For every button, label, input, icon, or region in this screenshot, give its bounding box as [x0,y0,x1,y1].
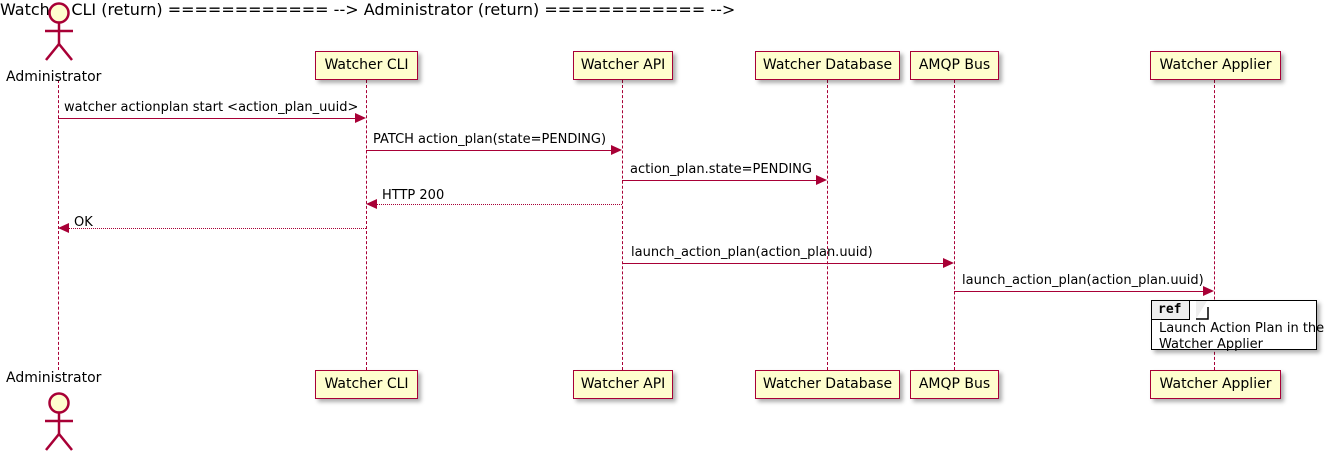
ref-fragment-text-line1: Launch Action Plan in the [1159,321,1325,336]
participant-label-watcher-cli-bottom: Watcher CLI [324,376,409,392]
message-arrowhead-3 [366,199,377,209]
participant-box-amqp-bus-top[interactable]: AMQP Bus [910,51,999,80]
message-label-0: watcher actionplan start <action_plan_uu… [64,100,359,115]
actor-admin-top-label: Administrator [6,69,102,85]
ref-fragment-corner-outline [1196,307,1209,320]
message-arrowhead-1 [611,145,622,155]
lifeline-applier [1214,80,1215,370]
participant-box-watcher-cli-bottom[interactable]: Watcher CLI [315,370,418,399]
lifeline-api [622,80,623,370]
message-line-2 [622,180,816,181]
message-line-5 [622,263,943,264]
message-arrowhead-4 [58,223,69,233]
participant-box-watcher-database-top[interactable]: Watcher Database [755,51,900,80]
message-label-5: launch_action_plan(action_plan.uuid) [631,245,873,260]
message-line-6 [954,291,1203,292]
message-line-1 [366,150,611,151]
message-arrowhead-2 [816,175,827,185]
actor-admin-bottom-label: Administrator [6,370,102,386]
participant-box-watcher-api-top[interactable]: Watcher API [573,51,673,80]
ref-fragment-corner [1196,301,1207,319]
participant-box-watcher-database-bottom[interactable]: Watcher Database [755,370,900,399]
message-arrowhead-0 [355,113,366,123]
message-arrowhead-5 [943,258,954,268]
participant-label-watcher-database-bottom: Watcher Database [762,376,893,392]
participant-label-watcher-api-bottom: Watcher API [580,376,666,392]
message-label-3: HTTP 200 [382,188,445,203]
ref-fragment-box[interactable]: ref Launch Action Plan in the Watcher Ap… [1151,300,1324,352]
message-label-2: action_plan.state=PENDING [630,162,812,177]
participant-box-watcher-applier-bottom[interactable]: Watcher Applier [1150,370,1281,399]
message-line-4 [69,228,366,229]
actor-admin-top-figure [45,2,73,61]
participant-label-amqp-bus-bottom: AMQP Bus [918,376,991,392]
ref-fragment-tag: ref [1152,301,1191,320]
lifeline-db [827,80,828,370]
ref-fragment-text-line2: Watcher Applier [1159,337,1263,352]
message-label-6: launch_action_plan(action_plan.uuid) [962,273,1204,288]
lifeline-amqp [954,80,955,370]
participant-box-watcher-applier-top[interactable]: Watcher Applier [1150,51,1281,80]
participant-box-watcher-api-bottom[interactable]: Watcher API [573,370,673,399]
participant-label-watcher-database-top: Watcher Database [762,57,893,73]
participant-label-watcher-applier-top: Watcher Applier [1159,57,1272,73]
participant-label-watcher-cli-top: Watcher CLI [324,57,409,73]
message-line-3 [377,204,622,205]
actor-admin-bottom-figure [45,392,73,451]
participant-label-watcher-applier-bottom: Watcher Applier [1159,376,1272,392]
participant-label-amqp-bus-top: AMQP Bus [918,57,991,73]
lifeline-cli [366,80,367,370]
message-label-1: PATCH action_plan(state=PENDING) [373,132,607,147]
participant-box-watcher-cli-top[interactable]: Watcher CLI [315,51,418,80]
message-arrowhead-6 [1203,286,1214,296]
participant-label-watcher-api-top: Watcher API [580,57,666,73]
message-line-0 [58,118,355,119]
message-label-4: OK [74,215,93,230]
participant-box-amqp-bus-bottom[interactable]: AMQP Bus [910,370,999,399]
